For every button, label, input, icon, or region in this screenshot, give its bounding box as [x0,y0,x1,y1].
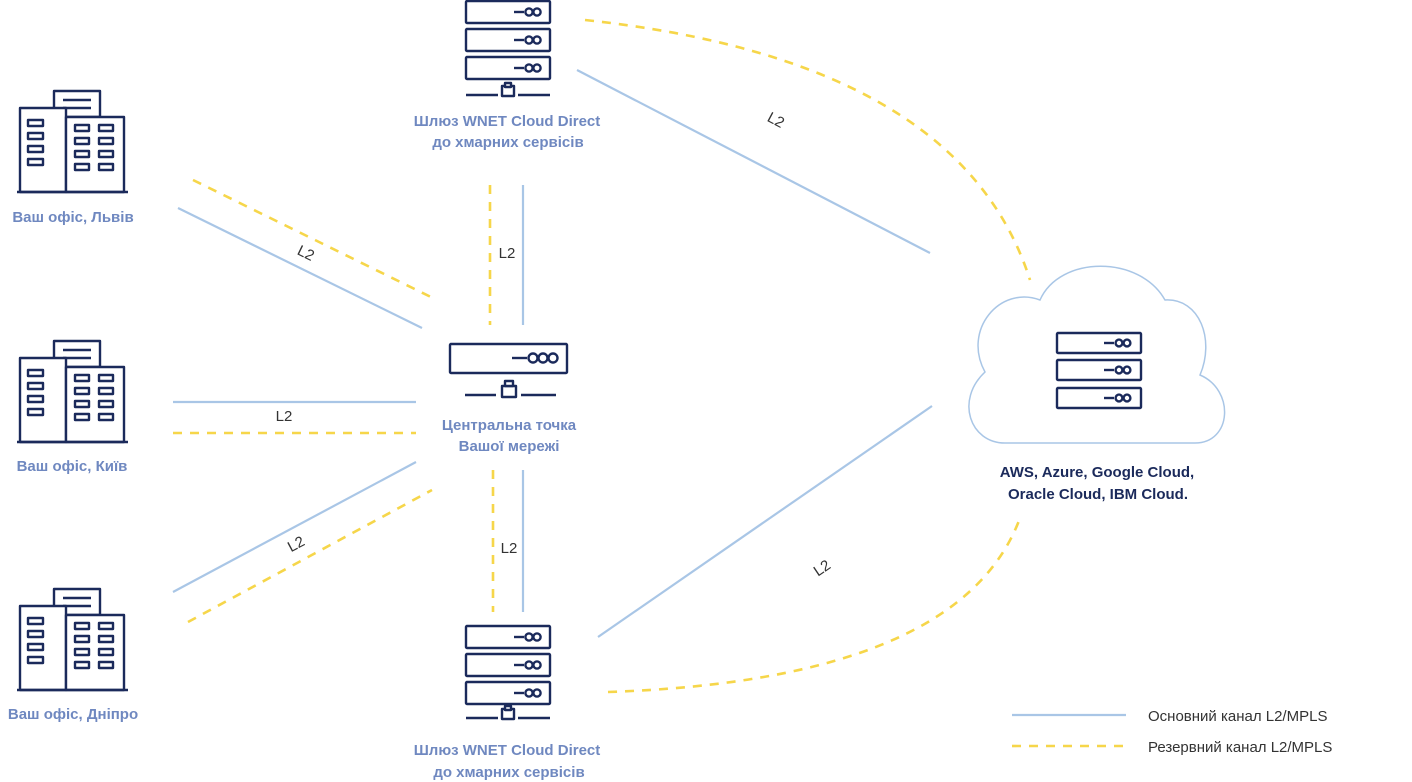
cloud-icon [968,265,1226,444]
office-dnipro-label: Ваш офіс, Дніпро [8,706,138,723]
edge-label-cloud-top: L2 [764,109,787,132]
central-label-line2: Вашої мережі [459,438,560,455]
server-rack-icon [464,624,552,721]
building-icon [15,339,130,444]
central-label-line1: Центральна точка [442,417,577,434]
central-point: Центральна точка Вашої мережі [442,342,577,455]
edge-label-lviv: L2 [295,242,317,265]
edge-labels: L2 L2 L2 L2 L2 L2 L2 [276,109,834,580]
office-kyiv-label: Ваш офіс, Київ [17,458,128,475]
primary-link-cloud-bottom [597,405,933,638]
connections [172,18,1032,694]
cloud-services: AWS, Azure, Google Cloud, Oracle Cloud, … [968,265,1226,503]
server-rack-icon [1055,331,1143,410]
building-icon [15,89,130,194]
gateway-bottom: Шлюз WNET Cloud Direct до хмарних сервіс… [414,624,601,781]
primary-link-cloud-top [576,69,931,254]
office-kyiv: Ваш офіс, Київ [15,339,130,475]
edge-label-cloud-bottom: L2 [811,557,834,580]
gateway-bottom-label-line1: Шлюз WNET Cloud Direct [414,742,601,759]
gateway-bottom-label-line2: до хмарних сервісів [433,764,584,781]
backup-link-cloud-top [584,18,1032,281]
legend-backup-label: Резервний канал L2/MPLS [1148,739,1332,756]
edge-label-dnipro: L2 [285,533,308,556]
backup-link-dnipro [187,488,433,624]
office-lviv: Ваш офіс, Львів [12,89,134,226]
edge-label-gateway-top: L2 [499,245,516,262]
building-icon [15,587,130,692]
gateway-top: Шлюз WNET Cloud Direct до хмарних сервіс… [414,0,601,151]
cloud-label-line2: Oracle Cloud, IBM Cloud. [1008,486,1188,503]
legend-primary-label: Основний канал L2/MPLS [1148,708,1327,725]
backup-link-lviv [192,178,438,302]
backup-link-cloud-bottom [607,517,1022,694]
server-icon [448,342,569,399]
office-dnipro: Ваш офіс, Дніпро [8,587,138,723]
gateway-top-label-line2: до хмарних сервісів [432,134,583,151]
edge-label-gateway-bottom: L2 [501,540,518,557]
edge-label-kyiv: L2 [276,408,293,425]
primary-link-lviv [177,207,423,329]
office-lviv-label: Ваш офіс, Львів [12,209,133,226]
primary-link-dnipro [172,461,417,593]
gateway-top-label-line1: Шлюз WNET Cloud Direct [414,113,601,130]
server-rack-icon [464,0,552,98]
legend: Основний канал L2/MPLS Резервний канал L… [1012,708,1332,756]
cloud-label-line1: AWS, Azure, Google Cloud, [1000,464,1194,481]
